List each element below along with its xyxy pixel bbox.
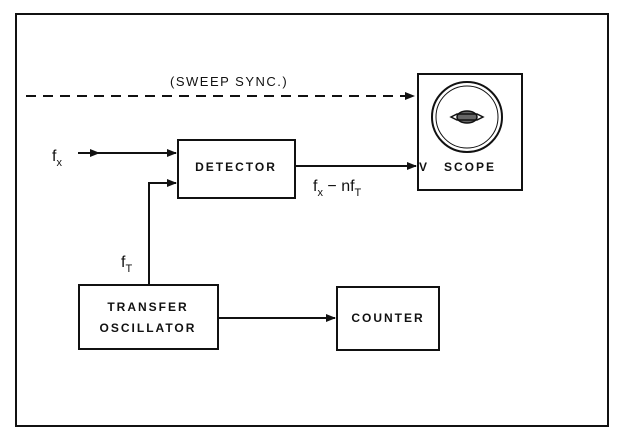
sweep-sync-label: (SWEEP SYNC.) (170, 74, 288, 89)
detector-label: DETECTOR (195, 160, 277, 174)
ft-label: fT (121, 254, 132, 275)
oscillator-label: OSCILLATOR (100, 321, 197, 335)
scope-v-label: V (419, 160, 429, 174)
transfer-oscillator-block (78, 284, 219, 350)
ft-feed-line (148, 179, 177, 285)
detector-block (177, 139, 296, 199)
fx-input-label: fx (52, 148, 62, 169)
scope-screen-icon (431, 81, 503, 153)
counter-label: COUNTER (351, 311, 424, 325)
outer-frame (15, 13, 609, 427)
scope-label: SCOPE (444, 160, 496, 174)
scope-block (417, 73, 523, 191)
counter-block (336, 286, 440, 351)
transfer-label: TRANSFER (107, 300, 188, 314)
difference-frequency-label: fx − nfT (313, 178, 362, 199)
